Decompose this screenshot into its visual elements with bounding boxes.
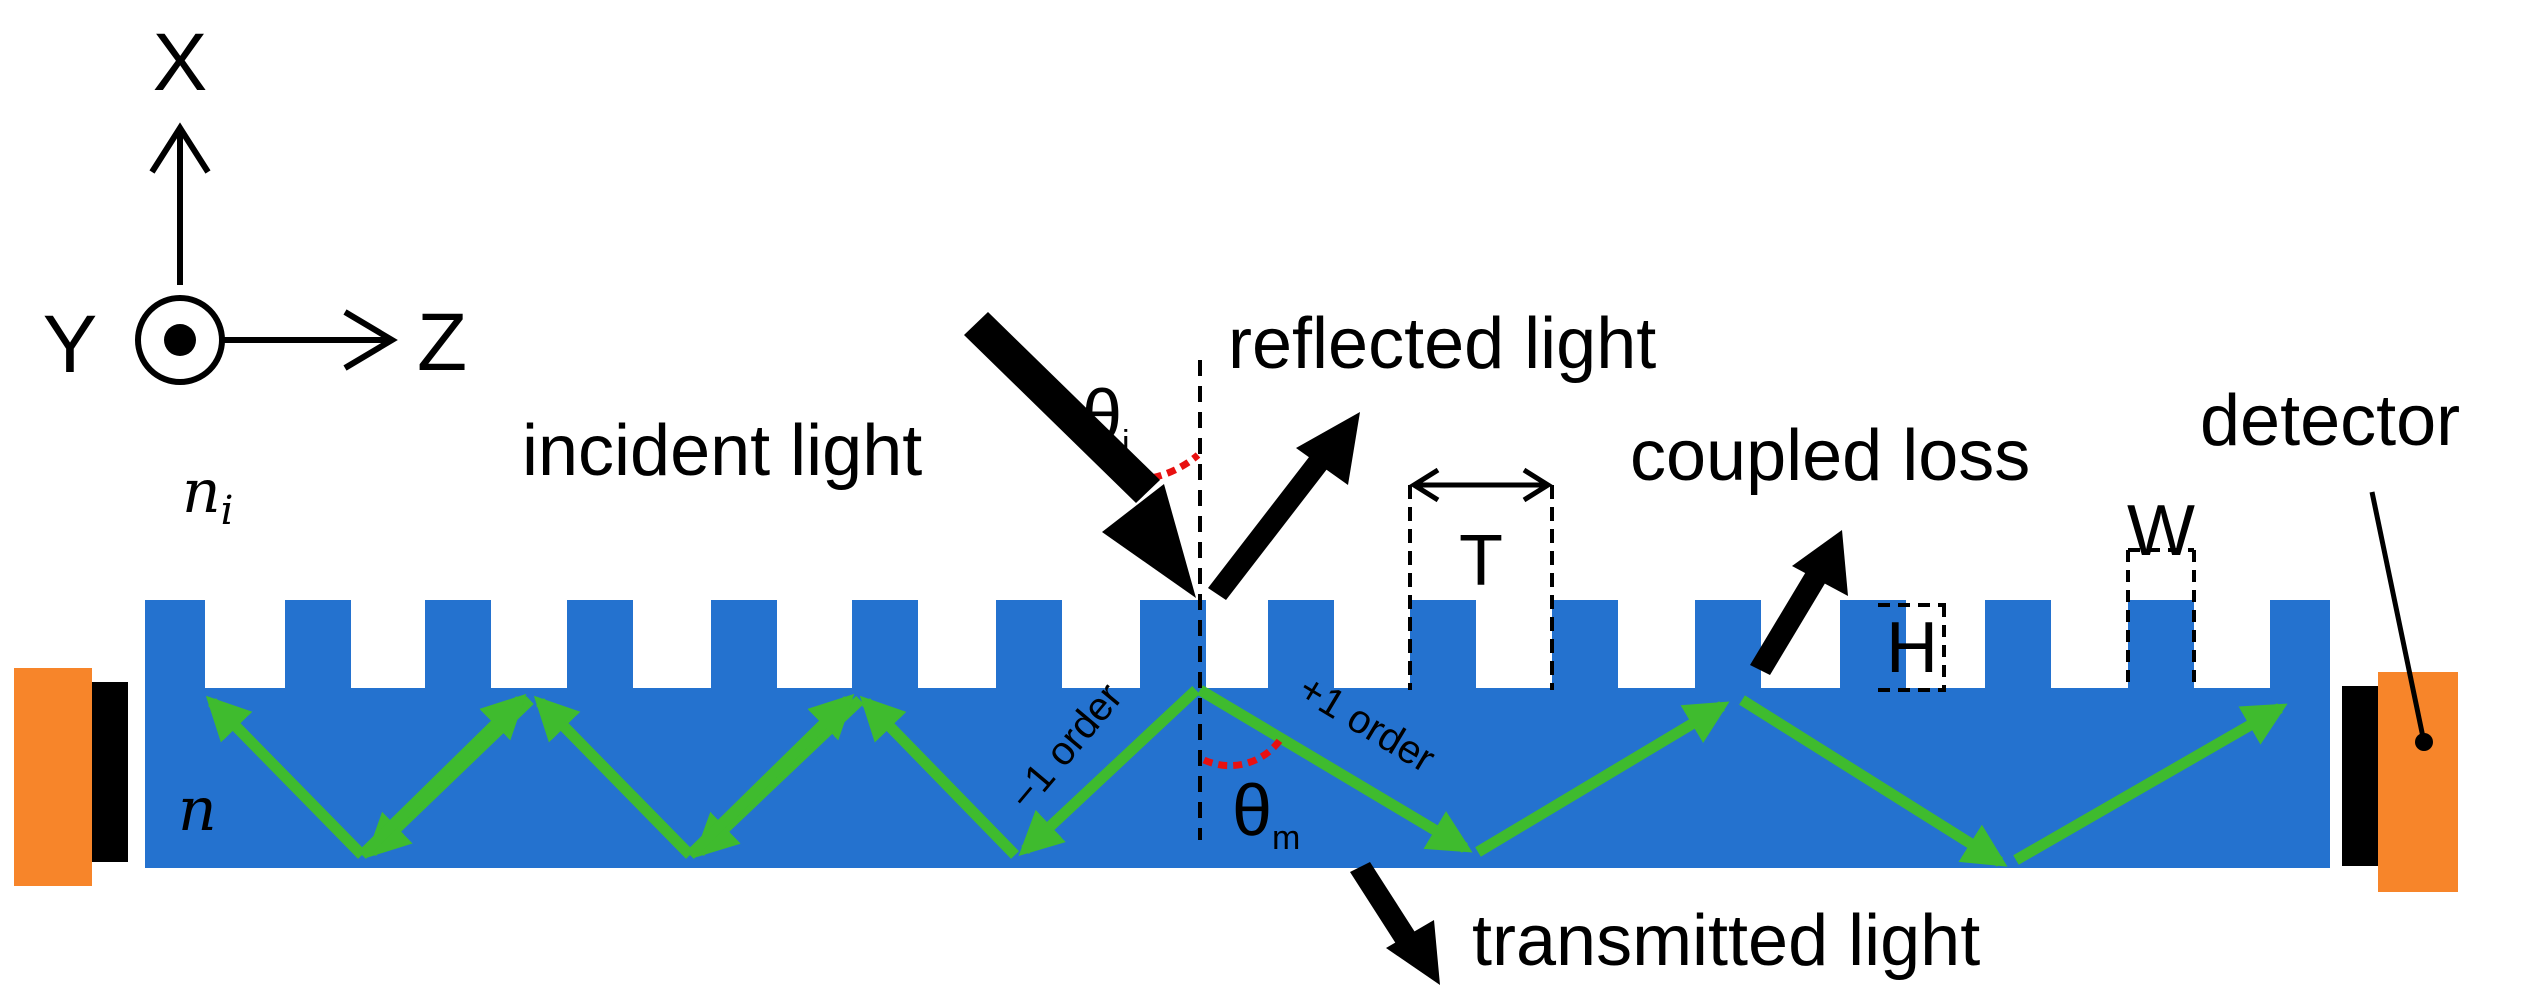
detector-block-icon: [2342, 672, 2458, 892]
reflected-arrow: [1208, 412, 1360, 600]
grating-tooth: [145, 600, 205, 690]
ray-segment: [533, 695, 694, 859]
grating-tooth: [1268, 600, 1334, 690]
grating-tooth: [1985, 600, 2051, 690]
ray-segment: [358, 693, 527, 859]
ray-segment: [205, 695, 366, 859]
x-axis-arrowhead: [149, 122, 211, 174]
incident-arrow: [964, 312, 1196, 598]
period-label: T: [1459, 521, 1503, 601]
transmitted-light-label: transmitted light: [1472, 901, 1980, 981]
grating-tooth: [2128, 600, 2194, 690]
detector-label: detector: [2200, 381, 2460, 461]
z-axis-label: Z: [417, 297, 467, 388]
grating-tooth: [1552, 600, 1618, 690]
incident-angle-label: θi: [1082, 376, 1130, 462]
source-block-icon: [14, 668, 128, 886]
grating-tooth: [1840, 600, 1906, 690]
height-marker: [1878, 603, 1946, 692]
grating-tooth: [1410, 600, 1476, 690]
grating-tooth: [567, 600, 633, 690]
grating-tooth: [1140, 600, 1206, 690]
ray-segment: [1739, 695, 2008, 867]
grating-tooth: [852, 600, 918, 690]
grating-tooth: [996, 600, 1062, 690]
height-label: H: [1886, 608, 1938, 688]
width-label: W: [2127, 491, 2195, 571]
width-marker: [2126, 548, 2196, 690]
ray-segment: [1475, 701, 1730, 857]
coupled-loss-label: coupled loss: [1630, 416, 2030, 496]
grating-tooth: [425, 600, 491, 690]
transmitted-arrow: [1350, 862, 1440, 985]
guided-rays: [205, 685, 2288, 867]
outer-medium-index: ni: [182, 457, 233, 534]
z-axis-arrowhead: [343, 309, 398, 371]
out-of-plane-dot-center: [164, 324, 196, 356]
ray-segment: [2013, 703, 2288, 865]
incident-light-label: incident light: [522, 411, 922, 491]
core-index: n: [178, 775, 217, 845]
ray-segment: [859, 695, 1019, 859]
y-axis-label: Y: [43, 299, 98, 390]
period-marker: [1408, 467, 1554, 690]
out-of-plane-dot-icon: [135, 295, 225, 385]
detector-pointer: [2369, 491, 2427, 743]
grating-tooth: [1695, 600, 1761, 690]
grating-tooth: [2270, 600, 2330, 690]
coordinate-axes: [135, 122, 398, 385]
diffraction-angle-label: θm: [1232, 771, 1300, 857]
ray-segment: [1018, 685, 1200, 857]
grating-tooth: [285, 600, 351, 690]
x-axis-label: X: [153, 17, 208, 108]
reflected-light-label: reflected light: [1228, 304, 1656, 384]
diffraction-angle-arc: [1202, 737, 1283, 770]
detector-dot: [2415, 733, 2433, 751]
coupled-loss-arrow: [1750, 530, 1848, 675]
ray-segment: [686, 693, 855, 859]
ray-segment: [1197, 685, 1473, 853]
grating-tooth: [711, 600, 777, 690]
